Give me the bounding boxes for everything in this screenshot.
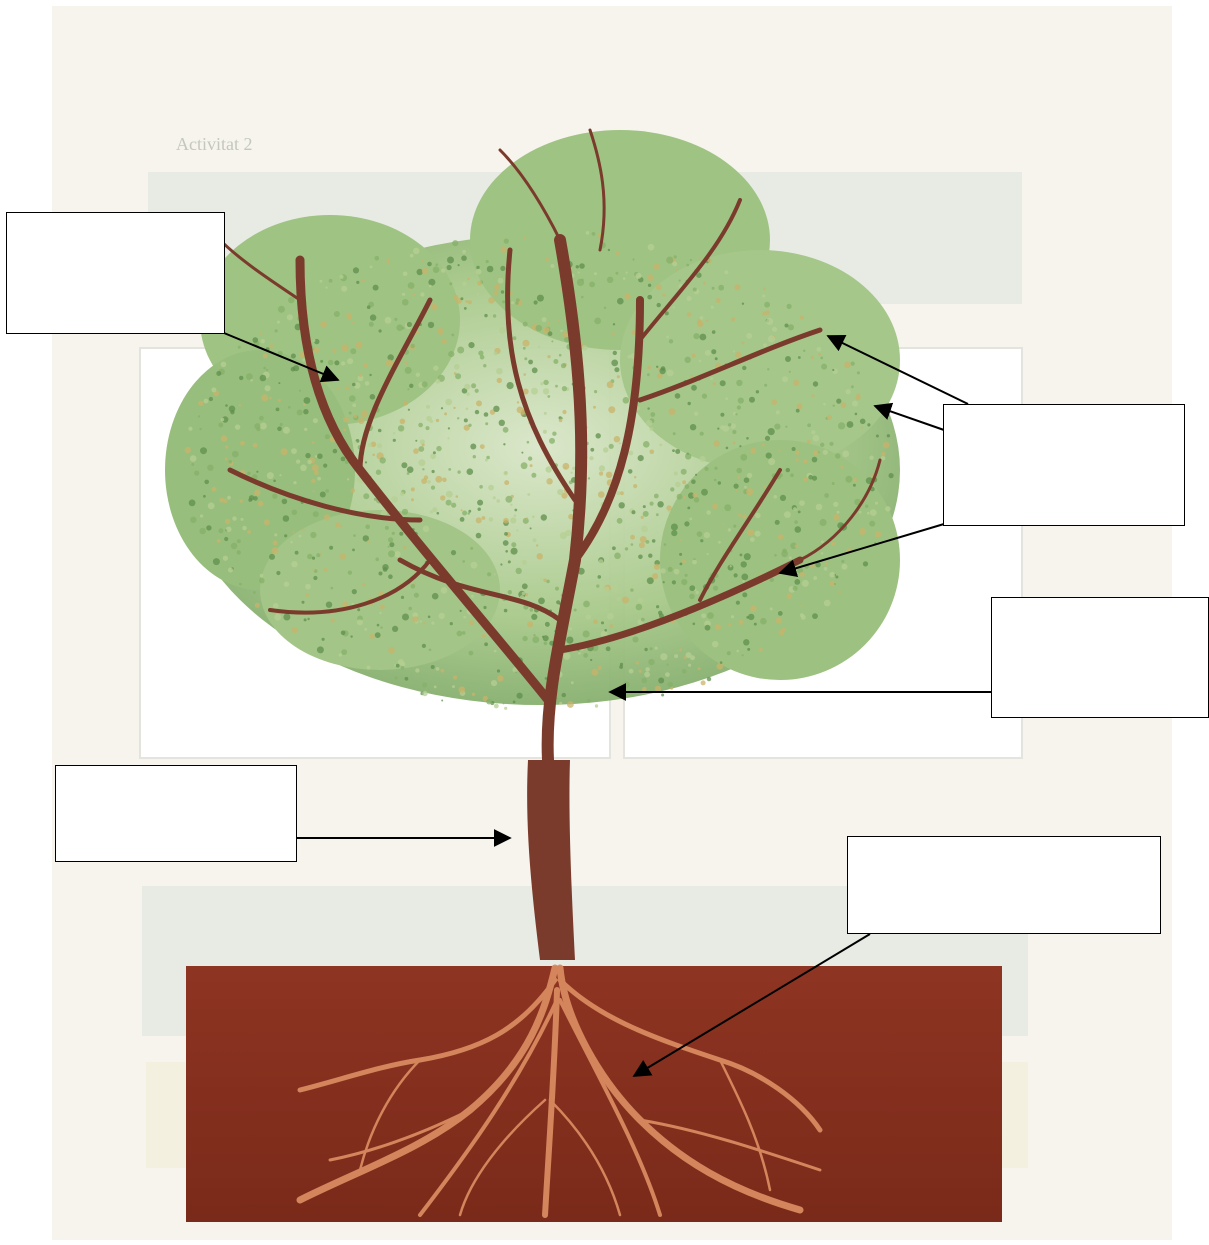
ghost-heading: Activitat 2 [176,134,252,155]
label-box-roots[interactable] [847,836,1161,934]
label-box-trunk[interactable] [55,765,297,862]
label-box-leaves[interactable] [943,404,1185,526]
label-box-foliage[interactable] [6,212,225,334]
label-box-branches[interactable] [991,597,1209,718]
